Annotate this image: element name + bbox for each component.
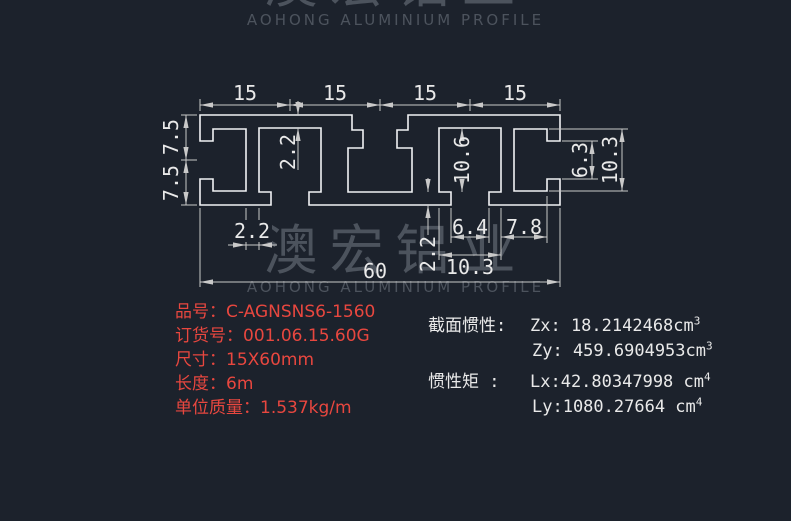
ly-exponent: 4 <box>695 395 703 409</box>
product-item-no: 品号：C-AGNSNS6-1560 <box>175 300 375 324</box>
section-inertia-zx-row: 截面惯性: Zx: 18.2142468cm3 <box>428 314 713 339</box>
product-item-no-label: 品号： <box>175 302 226 322</box>
dim-end-opening: 6.3 <box>562 140 598 180</box>
dim-text-15-4: 15 <box>503 81 527 105</box>
product-size: 尺寸：15X60mm <box>175 348 375 372</box>
zy-exponent: 3 <box>706 339 713 353</box>
zx-value: Zx: 18.2142468cm <box>530 316 694 336</box>
lx-exponent: 4 <box>704 370 711 384</box>
zx-exponent: 3 <box>693 314 701 328</box>
dim-text-15-1: 15 <box>233 81 257 105</box>
section-inertia-zy-row: Zy: 459.6904953cm3 <box>428 339 713 364</box>
dim-text-15-3: 15 <box>413 81 437 105</box>
product-unit-weight-value: 1.537kg/m <box>260 398 352 418</box>
dim-end-cavity: 10.3 <box>549 128 628 192</box>
section-properties: 截面惯性:Zx: 18.2142468cm3 Zy: 459.6904953cm… <box>428 314 713 420</box>
dim-text-7-8: 7.8 <box>506 215 542 239</box>
dim-text-10-6: 10.6 <box>450 136 474 184</box>
dim-text-6-4: 6.4 <box>452 215 488 239</box>
dim-text-7-5-1: 7.5 <box>159 119 183 155</box>
dim-left-chain: 7.5 7.5 <box>159 114 197 206</box>
dim-text-10-3-end: 10.3 <box>598 136 622 184</box>
dim-text-60: 60 <box>363 259 387 283</box>
moment-label: 惯性矩 : <box>428 372 500 392</box>
ly-value: Ly:1080.27664 cm <box>532 397 696 417</box>
moment-ly-row: Ly:1080.27664 cm4 <box>428 395 713 420</box>
dim-overall-width: 60 <box>199 208 561 287</box>
dim-text-2-2-bottom: 2.2 <box>416 236 440 272</box>
product-length-label: 长度： <box>175 374 226 394</box>
product-item-no-value: C-AGNSNS6-1560 <box>226 302 376 322</box>
dim-web: 2.2 <box>228 208 277 250</box>
dim-text-15-2: 15 <box>323 81 347 105</box>
dim-cavity-height: 10.6 <box>450 128 474 192</box>
section-inertia-label: 截面惯性: <box>428 316 507 336</box>
dim-edge-distance: 7.8 <box>501 196 548 243</box>
dim-cavity-width: 10.3 <box>438 208 502 279</box>
dim-text-6-3: 6.3 <box>568 142 592 178</box>
dim-text-2-2-web: 2.2 <box>234 219 270 243</box>
zy-value: Zy: 459.6904953cm <box>532 341 706 361</box>
product-length: 长度：6m <box>175 372 375 396</box>
dim-text-2-2-top: 2.2 <box>276 134 300 170</box>
dim-top-chain: 15 15 15 15 <box>199 81 561 111</box>
dim-text-10-3-bottom: 10.3 <box>446 255 494 279</box>
product-info: 品号：C-AGNSNS6-1560 订货号：001.06.15.60G 尺寸：1… <box>175 300 375 420</box>
dim-bottom-wall: 2.2 <box>416 178 440 272</box>
product-order-no-value: 001.06.15.60G <box>243 326 370 346</box>
product-length-value: 6m <box>226 374 254 394</box>
dim-top-wall: 2.2 <box>276 101 301 170</box>
lx-value: Lx:42.80347998 cm <box>530 372 704 392</box>
product-size-label: 尺寸： <box>175 350 226 370</box>
profile-outline <box>199 114 561 206</box>
product-order-no: 订货号：001.06.15.60G <box>175 324 375 348</box>
product-unit-weight-label: 单位质量： <box>175 398 260 418</box>
dim-slot-opening: 6.4 <box>450 208 490 243</box>
dim-text-7-5-2: 7.5 <box>159 165 183 201</box>
product-order-no-label: 订货号： <box>175 326 243 346</box>
product-unit-weight: 单位质量：1.537kg/m <box>175 396 375 420</box>
moment-lx-row: 惯性矩 : Lx:42.80347998 cm4 <box>428 370 713 395</box>
product-size-value: 15X60mm <box>226 350 315 370</box>
